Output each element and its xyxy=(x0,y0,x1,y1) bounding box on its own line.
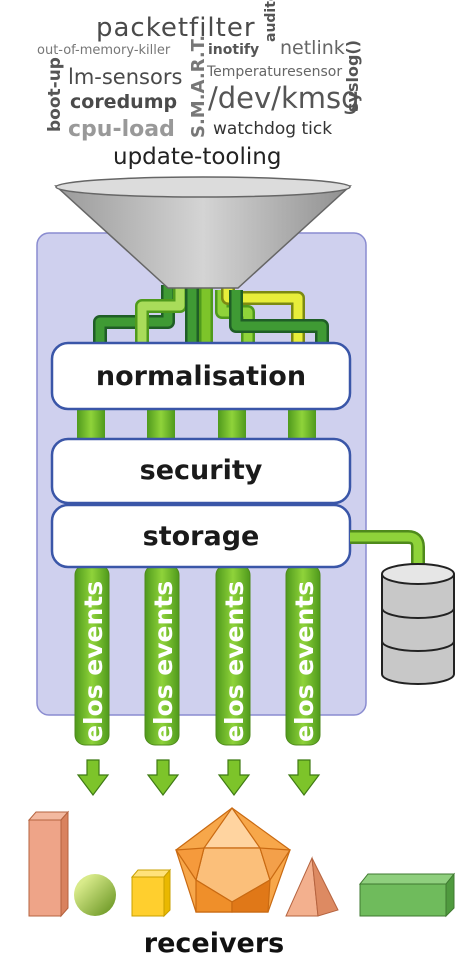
storage-label: storage xyxy=(143,521,260,552)
stage-normalisation: normalisation xyxy=(50,341,352,411)
event-label-1: elos events xyxy=(79,581,108,742)
receiver-shapes xyxy=(27,806,456,918)
stage-security: security xyxy=(50,437,352,505)
stage-storage: storage xyxy=(50,503,352,569)
event-tubes: elos events elos events elos events elos… xyxy=(74,564,321,746)
source-netlink: netlink xyxy=(280,37,345,59)
down-arrows xyxy=(76,759,321,796)
source-lm-sensors: lm-sensors xyxy=(68,65,182,89)
source-boot-up: boot-up xyxy=(45,57,65,132)
arrow-down-icon xyxy=(217,759,251,796)
event-label-2: elos events xyxy=(149,581,178,742)
source-update-tooling: update-tooling xyxy=(113,144,281,170)
normalisation-label: normalisation xyxy=(96,361,306,392)
source-temperaturesensor: Temperaturesensor xyxy=(206,64,342,80)
tall-box-icon xyxy=(27,810,70,918)
stage-connectors xyxy=(77,408,316,440)
source-packetfilter: packetfilter xyxy=(96,13,256,43)
source-auditd: auditd xyxy=(263,0,279,42)
source-watchdog-tick: watchdog tick xyxy=(213,119,332,139)
arrow-down-icon xyxy=(146,759,180,796)
dodecahedron-icon xyxy=(174,806,292,913)
source-cpu-load: cpu-load xyxy=(68,117,175,142)
event-label-4: elos events xyxy=(290,581,319,742)
source-dev-kmsg: /dev/kmsg xyxy=(208,81,360,115)
receivers-label: receivers xyxy=(144,928,285,959)
pipe-light-left-inner xyxy=(137,285,185,345)
pipe-dark-right-inner xyxy=(231,290,327,345)
funnel-to-normalisation-pipes xyxy=(93,280,329,345)
arrow-down-icon xyxy=(76,759,110,796)
database-icon xyxy=(381,563,455,685)
sphere-icon xyxy=(74,874,116,916)
arrow-down-icon xyxy=(287,759,321,796)
funnel-rim xyxy=(55,176,351,198)
flat-box-icon xyxy=(358,872,456,918)
source-coredump: coredump xyxy=(70,91,177,113)
source-inotify: inotify xyxy=(208,42,259,58)
source-smart: S.M.A.R.T. xyxy=(188,35,209,138)
source-out-of-memory-killer: out-of-memory-killer xyxy=(37,43,171,58)
event-label-3: elos events xyxy=(220,581,249,742)
funnel xyxy=(54,176,352,289)
source-syslog: syslog() xyxy=(343,40,362,112)
pyramid-icon xyxy=(285,856,339,917)
cube-icon xyxy=(130,868,172,918)
source-word-cloud: packetfilter auditd out-of-memory-killer… xyxy=(37,0,362,170)
security-label: security xyxy=(140,455,263,486)
